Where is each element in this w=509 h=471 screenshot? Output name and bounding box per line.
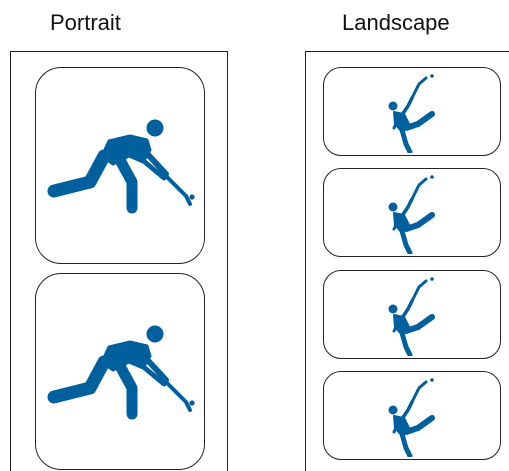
portrait-card-1 [35,67,205,264]
landscape-page [305,51,509,471]
field-hockey-player-icon [384,173,442,254]
landscape-card-4 [323,371,501,460]
field-hockey-player-icon [384,72,442,153]
landscape-heading: Landscape [342,10,450,35]
portrait-card-2 [35,273,205,470]
portrait-page [10,51,228,471]
portrait-heading: Portrait [50,10,121,35]
field-hockey-player-icon [46,318,196,428]
landscape-card-2 [323,168,501,257]
field-hockey-player-icon [46,112,196,222]
landscape-card-1 [323,67,501,156]
field-hockey-player-icon [384,275,442,356]
landscape-card-3 [323,270,501,359]
field-hockey-player-icon [384,376,442,457]
